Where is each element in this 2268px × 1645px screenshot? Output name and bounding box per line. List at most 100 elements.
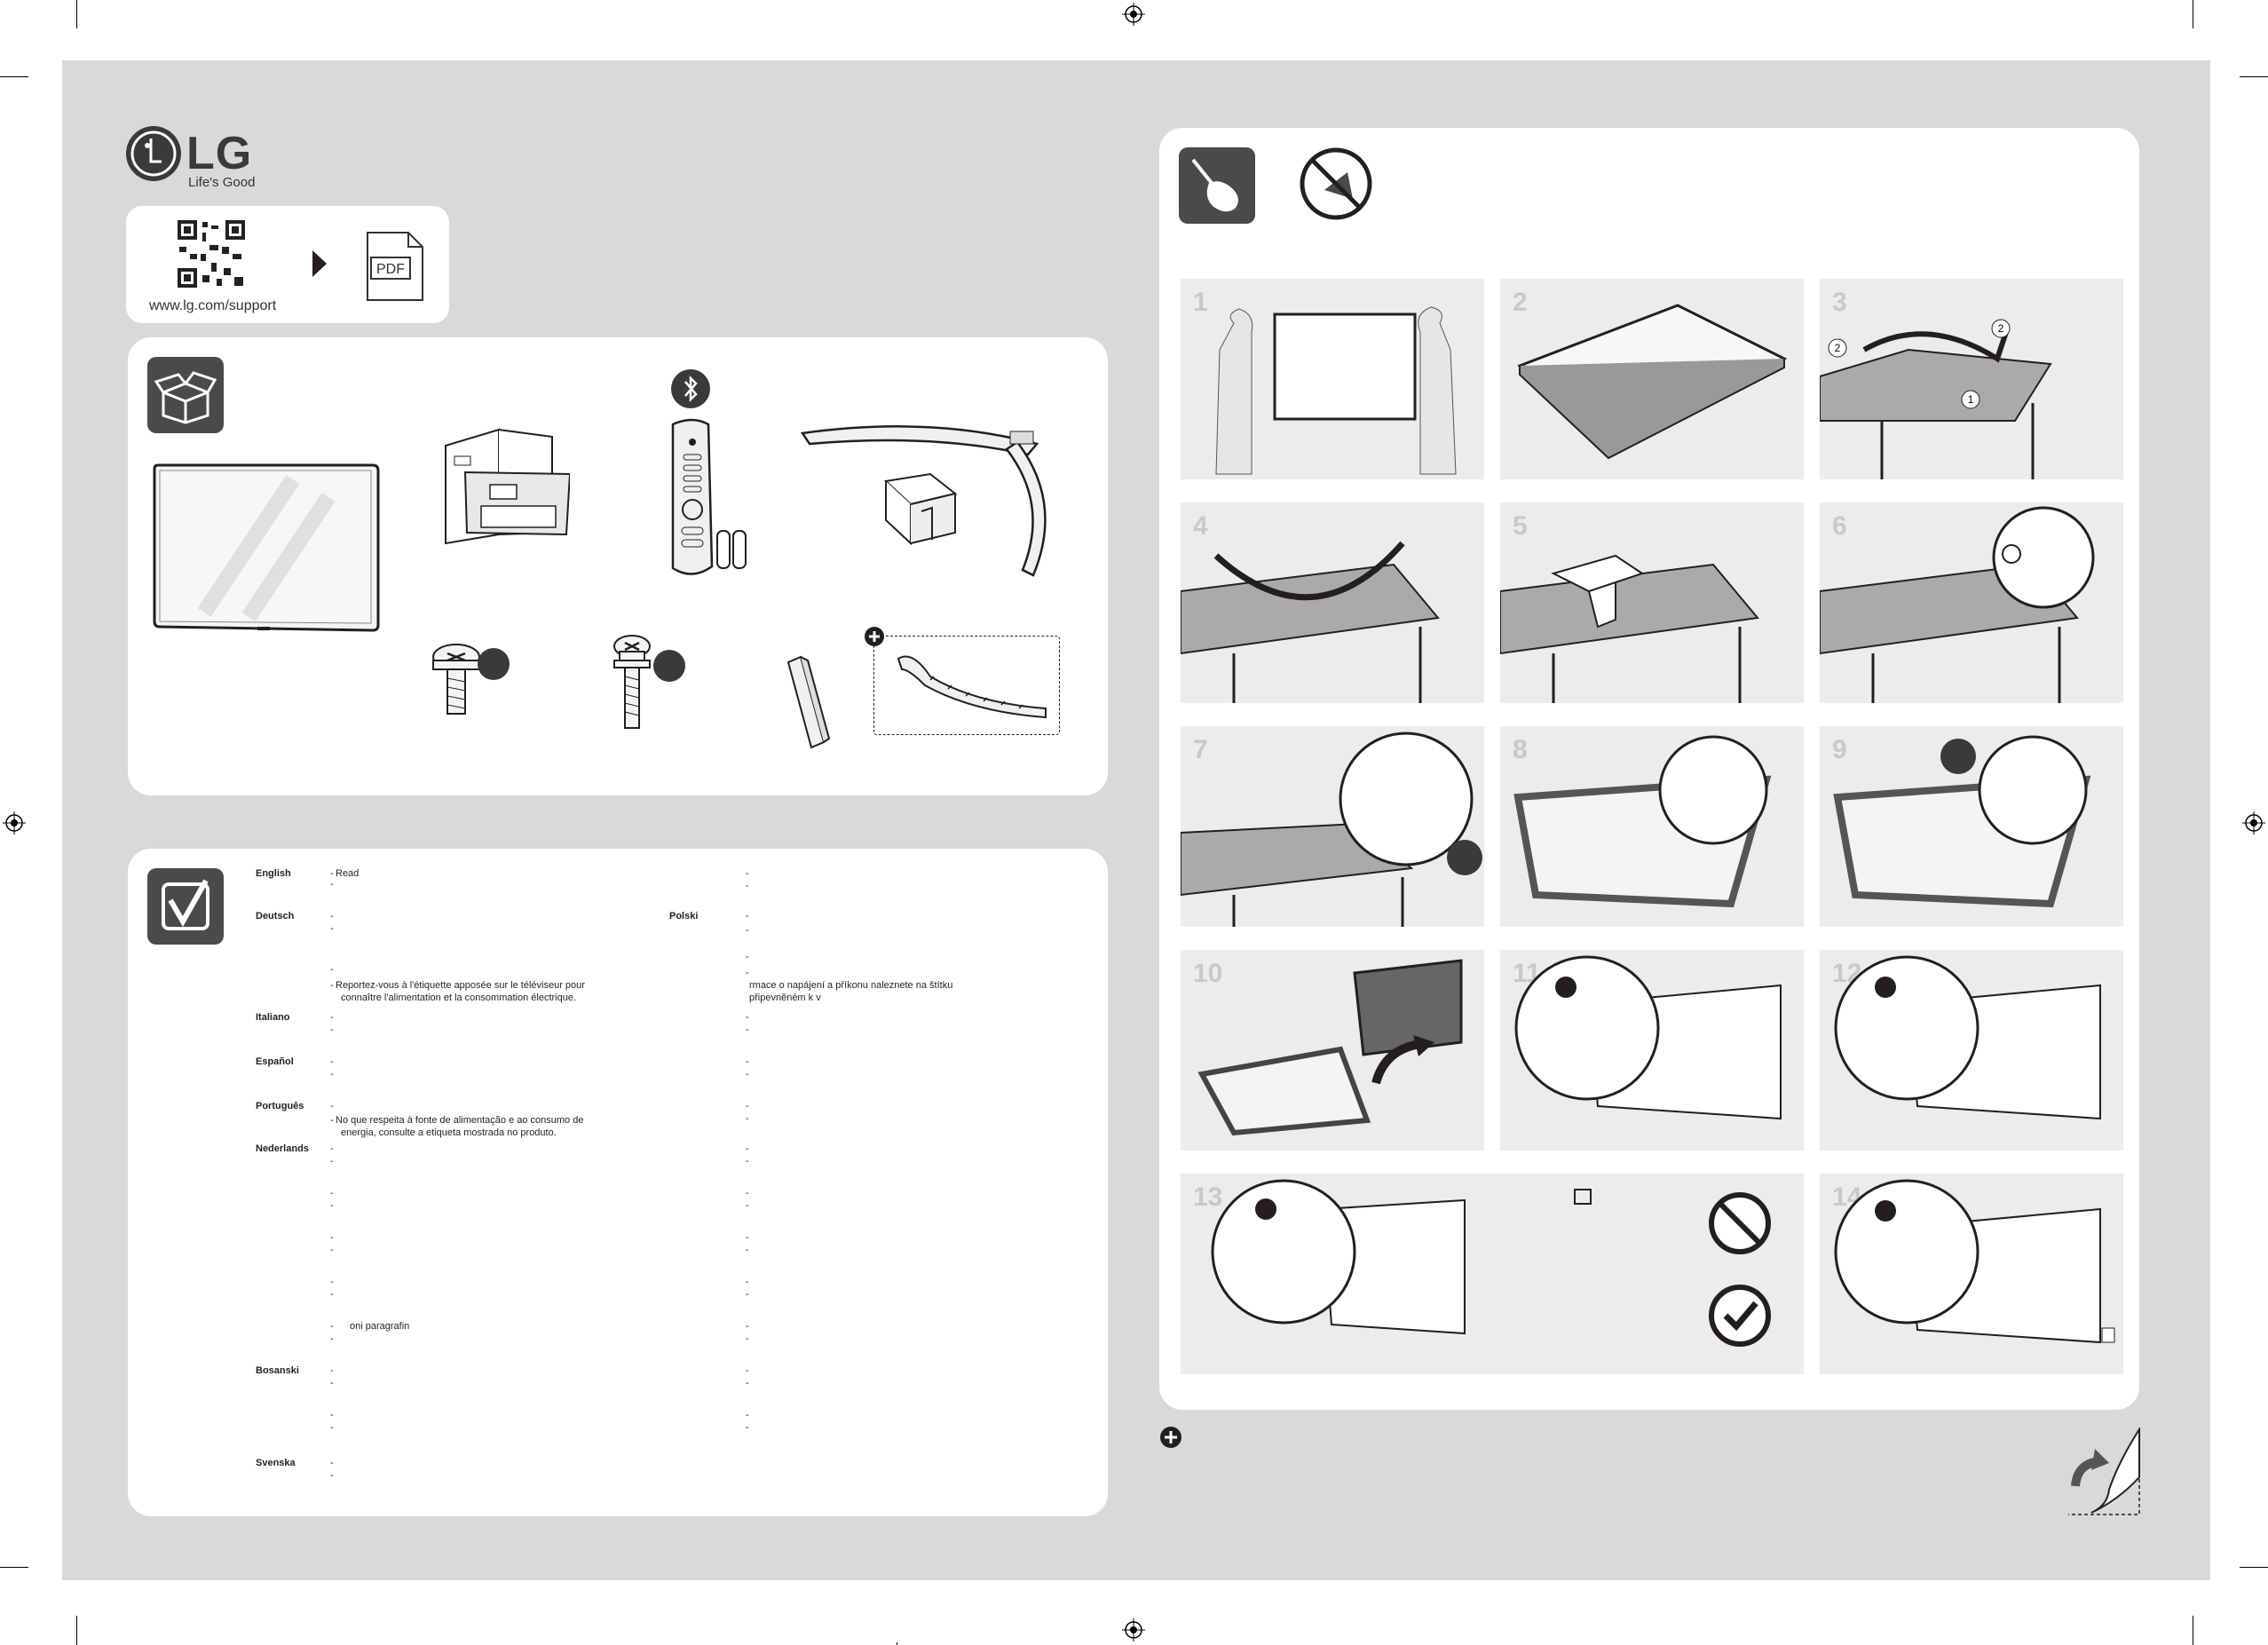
bullet: - xyxy=(330,1470,334,1481)
step-tile: 11 xyxy=(1500,950,1804,1151)
lang-label: Nederlands xyxy=(256,1143,309,1154)
crop-mark xyxy=(2240,1567,2268,1568)
step-number: 7 xyxy=(1193,735,1208,764)
step-tile: 2 xyxy=(1500,279,1804,479)
step-tile: 3 2 2 1 xyxy=(1820,279,2123,479)
bullet: - xyxy=(330,1277,334,1287)
bullet: - xyxy=(330,1012,334,1023)
step-number: 6 xyxy=(1832,511,1847,541)
stand-screw-illustration xyxy=(432,644,510,715)
lang-label: Italiano xyxy=(256,1012,290,1023)
step-3-illustration: 2 2 1 xyxy=(1820,319,2052,479)
step-tile: 4 xyxy=(1181,502,1484,703)
portuguese-note-line-2: energia, consulte a etiqueta mostrada no… xyxy=(341,1127,557,1138)
lang-text: Read xyxy=(336,868,360,879)
crop-mark xyxy=(2240,76,2268,77)
bullet: - xyxy=(746,1277,749,1287)
components-panel xyxy=(128,337,1108,795)
bullet: - xyxy=(746,1024,749,1035)
french-note-line-2: connaître l'alimentation et la consommat… xyxy=(341,993,577,1003)
box-icon-container xyxy=(147,357,224,433)
bullet: - xyxy=(330,1200,334,1211)
step-4-illustration xyxy=(1181,541,1440,703)
bullet: - xyxy=(330,1101,334,1111)
magic-remote-illustration xyxy=(671,418,747,575)
bullet: - xyxy=(746,868,749,879)
step-number: 9 xyxy=(1832,735,1847,764)
czech-note-line-2: připevněném k v xyxy=(749,993,821,1003)
pdf-label: PDF xyxy=(376,262,405,277)
fragment-text: oni paragrafin xyxy=(350,1321,410,1332)
bullet: - xyxy=(746,1410,749,1420)
bullet: - xyxy=(330,1458,334,1468)
arrow-right-icon xyxy=(312,250,327,277)
bullet: - xyxy=(746,1069,749,1080)
portuguese-note-line-1: No que respeita à fonte de alimentação e… xyxy=(336,1115,584,1126)
tv-illustration xyxy=(153,463,380,632)
step-5-illustration xyxy=(1500,554,1759,703)
crop-mark xyxy=(76,1616,77,1645)
step-11-illustration xyxy=(1514,955,1782,1120)
bullet: - xyxy=(330,879,334,890)
step-number: 5 xyxy=(1513,511,1528,541)
screwdriver-icon-container xyxy=(1179,147,1255,224)
step-tile: 12 xyxy=(1820,950,2123,1151)
owner-manual-illustration xyxy=(445,428,570,545)
step-tile: 5 xyxy=(1500,502,1804,703)
step-tile: 1 xyxy=(1181,279,1484,479)
bullet: - xyxy=(330,980,334,991)
pdf-file-icon[interactable]: PDF xyxy=(366,231,424,302)
bullet: - xyxy=(330,868,334,879)
registration-mark-icon xyxy=(1122,1618,1145,1641)
cable-holder-illustration xyxy=(786,655,831,749)
step-14-illustration xyxy=(1834,1179,2115,1344)
bullet: - xyxy=(746,1289,749,1300)
bullet: - xyxy=(330,964,334,975)
bullet: - xyxy=(330,1188,334,1198)
bullet: - xyxy=(330,1365,334,1376)
step-number: 2 xyxy=(1513,288,1528,317)
step-9-illustration xyxy=(1833,735,2091,908)
bullet: - xyxy=(746,952,749,962)
step-12-illustration xyxy=(1834,955,2101,1120)
bullet: - xyxy=(746,1188,749,1198)
bullet: - xyxy=(330,923,334,934)
step-2-illustration xyxy=(1517,304,1788,460)
step-number: 10 xyxy=(1193,959,1223,988)
brand-name: LG xyxy=(186,128,253,179)
step-tile: 9 xyxy=(1820,726,2123,927)
support-url[interactable]: www.lg.com/support xyxy=(149,298,277,313)
bullet: - xyxy=(330,1024,334,1035)
step-number: 3 xyxy=(1832,288,1847,317)
stand-illustration xyxy=(800,425,1047,577)
wall-screw-illustration xyxy=(613,635,685,729)
bullet: - xyxy=(746,1113,749,1124)
bullet: - xyxy=(746,968,749,978)
step-tile: 14 xyxy=(1820,1174,2123,1374)
crop-mark xyxy=(0,1567,28,1568)
bullet: - xyxy=(746,1012,749,1023)
qr-code-icon[interactable] xyxy=(176,218,247,289)
cable-tie-illustration xyxy=(897,655,1047,719)
step-6-illustration xyxy=(1820,506,2095,703)
bullet: - xyxy=(330,1289,334,1300)
svg-text:2: 2 xyxy=(1835,342,1841,354)
page-turn-icon xyxy=(2068,1428,2140,1515)
crop-mark xyxy=(0,76,28,77)
bullet: - xyxy=(330,1056,334,1067)
bullet: - xyxy=(746,925,749,936)
bullet: - xyxy=(330,1115,334,1126)
lang-label: Deutsch xyxy=(256,911,295,921)
bullet: - xyxy=(330,911,334,921)
bullet: - xyxy=(746,1365,749,1376)
step-tile: 13 xyxy=(1181,1174,1804,1374)
bullet: - xyxy=(330,1410,334,1420)
bullet: - xyxy=(746,1101,749,1111)
bullet: - xyxy=(330,1422,334,1433)
step-tile: 8 xyxy=(1500,726,1804,927)
step-tile: 10 xyxy=(1181,950,1484,1151)
lang-label: Polski xyxy=(669,911,699,921)
bullet: - xyxy=(330,1069,334,1080)
bullet: - xyxy=(746,1321,749,1332)
